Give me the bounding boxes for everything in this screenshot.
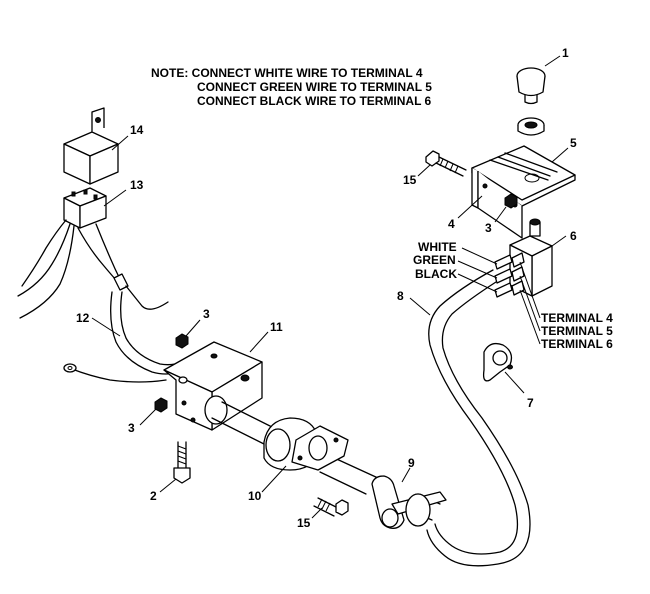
label-terminal-4: TERMINAL 4 bbox=[541, 311, 613, 325]
callout-6: 6 bbox=[570, 229, 577, 243]
leader-t4 bbox=[519, 261, 541, 319]
part-harness-12 bbox=[63, 291, 183, 383]
leader-9 bbox=[401, 467, 411, 483]
part-screw-15-bottom bbox=[313, 497, 349, 517]
leader-8 bbox=[409, 297, 431, 316]
leader-14 bbox=[111, 135, 129, 151]
part-screw-15-top bbox=[425, 150, 467, 177]
note-line-1: NOTE: CONNECT WHITE WIRE TO TERMINAL 4 bbox=[151, 66, 423, 80]
part-nut-3-right bbox=[504, 193, 518, 209]
callout-4: 4 bbox=[448, 217, 455, 231]
callout-15-top: 15 bbox=[403, 173, 417, 187]
callout-5: 5 bbox=[570, 136, 577, 150]
callout-10: 10 bbox=[248, 489, 262, 503]
note-line-2: CONNECT GREEN WIRE TO TERMINAL 5 bbox=[197, 80, 432, 94]
leader-15-top bbox=[417, 164, 431, 177]
leader-1 bbox=[544, 55, 561, 67]
part-bolt-2 bbox=[173, 441, 191, 484]
part-collar-10 bbox=[263, 417, 349, 471]
label-white-wire: WHITE bbox=[418, 240, 457, 254]
label-terminal-5: TERMINAL 5 bbox=[541, 324, 613, 338]
leader-7 bbox=[504, 371, 525, 394]
callout-11: 11 bbox=[270, 320, 283, 334]
part-clip bbox=[482, 342, 513, 382]
part-mount-bracket-11 bbox=[163, 341, 263, 431]
leader-12 bbox=[91, 317, 121, 337]
callout-9: 9 bbox=[408, 456, 415, 470]
leader-13 bbox=[103, 189, 127, 207]
callout-3-right: 3 bbox=[485, 221, 492, 235]
callout-1: 1 bbox=[562, 46, 569, 60]
note-block: NOTE: CONNECT WHITE WIRE TO TERMINAL 4 C… bbox=[151, 66, 432, 108]
part-knob bbox=[516, 67, 546, 105]
leader-3-top bbox=[185, 319, 201, 337]
label-terminal-6: TERMINAL 6 bbox=[541, 337, 613, 351]
leader-white bbox=[461, 247, 498, 265]
label-black-wire: BLACK bbox=[415, 267, 457, 281]
leader-t6 bbox=[519, 289, 541, 345]
callout-3-top: 3 bbox=[203, 307, 210, 321]
leader-11 bbox=[249, 331, 269, 353]
callout-3-left: 3 bbox=[128, 421, 135, 435]
part-relay-socket-13 bbox=[63, 187, 107, 229]
callout-2: 2 bbox=[150, 489, 157, 503]
leader-3-left bbox=[139, 408, 157, 426]
callout-13: 13 bbox=[130, 178, 144, 192]
leader-15-bottom bbox=[311, 507, 323, 519]
note-line-3: CONNECT BLACK WIRE TO TERMINAL 6 bbox=[197, 94, 432, 108]
leader-t5 bbox=[519, 275, 541, 332]
callout-15-bottom: 15 bbox=[297, 516, 311, 530]
callout-12: 12 bbox=[76, 311, 90, 325]
leader-black bbox=[457, 273, 498, 293]
leader-10 bbox=[261, 465, 287, 493]
leader-5 bbox=[551, 147, 569, 163]
part-switch bbox=[494, 218, 553, 298]
part-nut bbox=[517, 117, 545, 136]
part-clamp-9 bbox=[371, 475, 447, 529]
leader-green bbox=[457, 260, 498, 279]
label-green-wire: GREEN bbox=[413, 253, 456, 267]
part-nut-3-top bbox=[175, 333, 189, 349]
callout-8: 8 bbox=[397, 289, 404, 303]
part-relay-14 bbox=[63, 107, 119, 185]
callout-7: 7 bbox=[527, 396, 534, 410]
leader-4 bbox=[457, 195, 483, 219]
part-harness-8 bbox=[426, 269, 531, 567]
callout-14: 14 bbox=[130, 123, 144, 137]
part-nut-3-left bbox=[154, 397, 168, 413]
leader-3-right bbox=[494, 206, 507, 223]
socket-wires bbox=[17, 219, 169, 319]
leader-2 bbox=[159, 478, 177, 493]
leader-6 bbox=[551, 235, 567, 247]
